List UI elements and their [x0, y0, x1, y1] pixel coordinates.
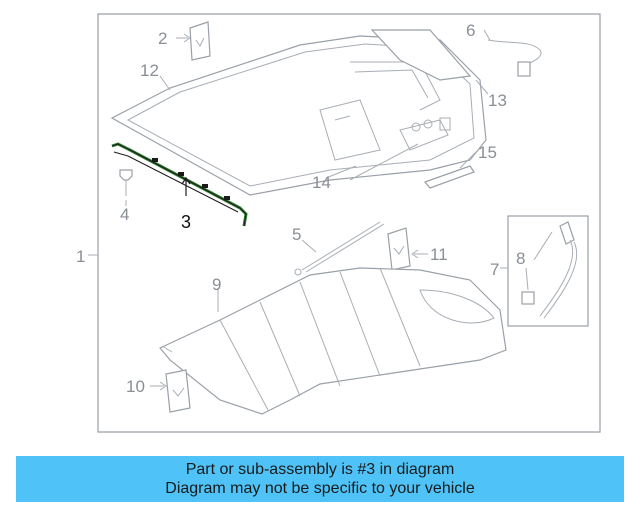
callout-15: 15	[478, 143, 497, 162]
callout-1: 1	[76, 247, 85, 266]
banner-line-2: Diagram may not be specific to your vehi…	[165, 480, 475, 497]
callout-4: 4	[120, 205, 129, 224]
parts-diagram: 1 2 3 4 5 6 7 8 9 10 11 12 13 14 15	[76, 13, 601, 433]
bracket-part-8	[521, 221, 578, 319]
clip-11	[387, 227, 411, 271]
callout-10: 10	[126, 377, 145, 396]
rod-part	[294, 221, 385, 276]
callout-9: 9	[212, 275, 221, 294]
sub-assembly-box-7	[507, 215, 589, 327]
soft-top-assembly	[159, 267, 507, 415]
info-banner: Part or sub-assembly is #3 in diagram Di…	[16, 456, 624, 502]
callout-2: 2	[158, 29, 167, 48]
highlighted-part-3	[111, 142, 248, 227]
callout-5: 5	[292, 225, 301, 244]
rear-glass-part	[370, 29, 472, 81]
banner-line-1: Part or sub-assembly is #3 in diagram	[185, 461, 455, 478]
callout-8: 8	[516, 249, 525, 268]
clip-10	[165, 369, 191, 413]
screw-part	[119, 169, 133, 196]
callout-14: 14	[312, 173, 331, 192]
callout-7: 7	[490, 260, 499, 279]
callout-11: 11	[430, 245, 448, 264]
trim-strip-part	[423, 165, 475, 189]
cable-part	[487, 39, 542, 77]
callout-6: 6	[466, 21, 475, 40]
callout-13: 13	[488, 91, 507, 110]
clip-2	[189, 21, 211, 61]
callout-3: 3	[181, 212, 191, 232]
leader-lines	[125, 29, 553, 391]
callout-12: 12	[140, 61, 159, 80]
main-frame	[97, 13, 601, 433]
hard-top-panel	[110, 35, 487, 196]
